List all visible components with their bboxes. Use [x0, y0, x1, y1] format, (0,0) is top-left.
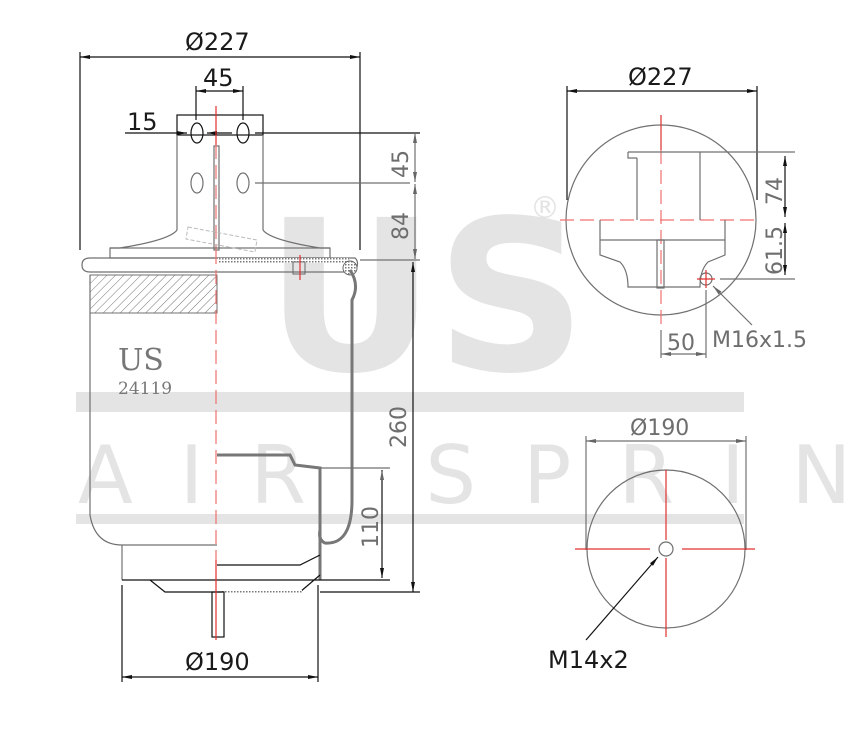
dim-top-view-bracket-height: 74 [763, 177, 788, 205]
top-view: Ø227 74 61.5 50 M16x1.5 [560, 63, 807, 358]
part-brand-label: US [118, 343, 164, 378]
watermark-tagline: AIR SPRING [78, 429, 850, 522]
watermark-brand: US [265, 175, 587, 420]
watermark-bar-top [76, 392, 744, 412]
dim-bottom-view-thread: M14x2 [548, 646, 629, 674]
part-number-label: 24119 [118, 379, 172, 399]
registered-mark-icon: ® [530, 191, 560, 226]
dim-bracket-height: 84 [389, 212, 414, 240]
dim-top-diameter: Ø227 [185, 28, 250, 56]
side-view: Ø227 45 15 [79, 28, 420, 682]
dim-top-view-offset: 50 [667, 331, 695, 356]
dim-piston-height: 110 [359, 506, 384, 548]
dim-bottom-view-diameter: Ø190 [630, 416, 689, 441]
dim-overall-height: 260 [387, 406, 412, 448]
dim-top-view-lower-height: 61.5 [763, 226, 788, 275]
dim-bottom-diameter: Ø190 [185, 648, 250, 676]
bottom-view: Ø190 M14x2 [548, 416, 755, 674]
dim-top-view-diameter: Ø227 [628, 63, 693, 91]
dim-top-view-thread: M16x1.5 [712, 328, 807, 353]
watermark-bar-bottom [76, 514, 744, 524]
dim-bracket-top-height: 45 [389, 150, 414, 178]
dim-hole-spacing: 45 [203, 64, 234, 92]
watermark: US ® AIR SPRING [76, 175, 850, 524]
dim-hole-offset: 15 [127, 108, 158, 136]
